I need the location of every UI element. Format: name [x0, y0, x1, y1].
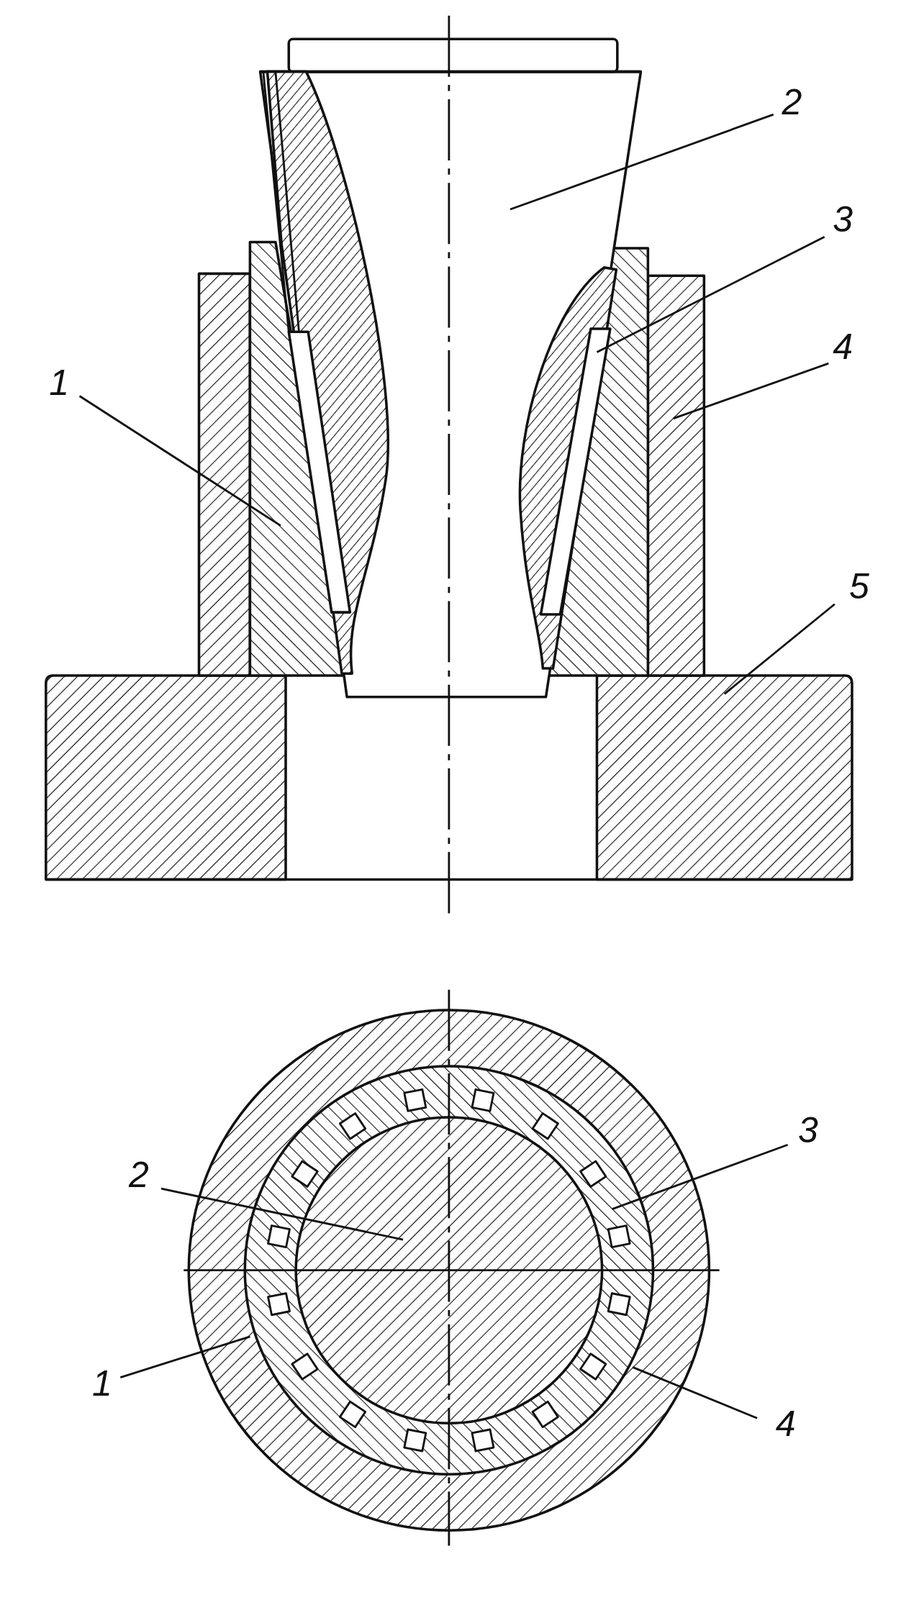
roller-section: [472, 1429, 494, 1452]
callout-number: 2: [781, 84, 802, 121]
callout-number: 2: [128, 1157, 149, 1194]
roller-section: [267, 1226, 290, 1248]
roller-section: [292, 1354, 318, 1380]
roller-section: [404, 1089, 427, 1112]
roller-section: [292, 1161, 318, 1187]
roller-section: [532, 1114, 558, 1140]
roller-section: [339, 1401, 365, 1428]
callout-number: 3: [798, 1112, 819, 1149]
roller-section: [267, 1293, 290, 1316]
callout-number: 4: [832, 328, 853, 365]
roller-section: [339, 1114, 365, 1140]
callout-number: 3: [832, 201, 853, 238]
callout-number: 4: [775, 1406, 796, 1443]
roller-section: [580, 1161, 606, 1187]
callout-number: 1: [92, 1365, 113, 1402]
callout-number: 1: [48, 364, 70, 401]
roller-section: [608, 1226, 630, 1248]
roller-section: [472, 1089, 494, 1112]
roller-section: [580, 1354, 606, 1380]
roller-section: [532, 1401, 558, 1428]
roller-section: [404, 1429, 427, 1452]
roller-section: [608, 1293, 630, 1316]
callout-number: 5: [849, 568, 870, 605]
